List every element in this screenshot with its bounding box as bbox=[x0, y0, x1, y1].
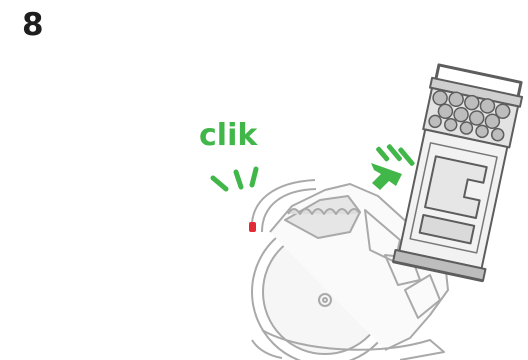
click-marks-icon bbox=[213, 169, 256, 189]
cyclone-bin-image bbox=[393, 64, 525, 281]
insert-arrow-icon bbox=[371, 143, 415, 190]
release-catch-icon bbox=[249, 222, 256, 232]
